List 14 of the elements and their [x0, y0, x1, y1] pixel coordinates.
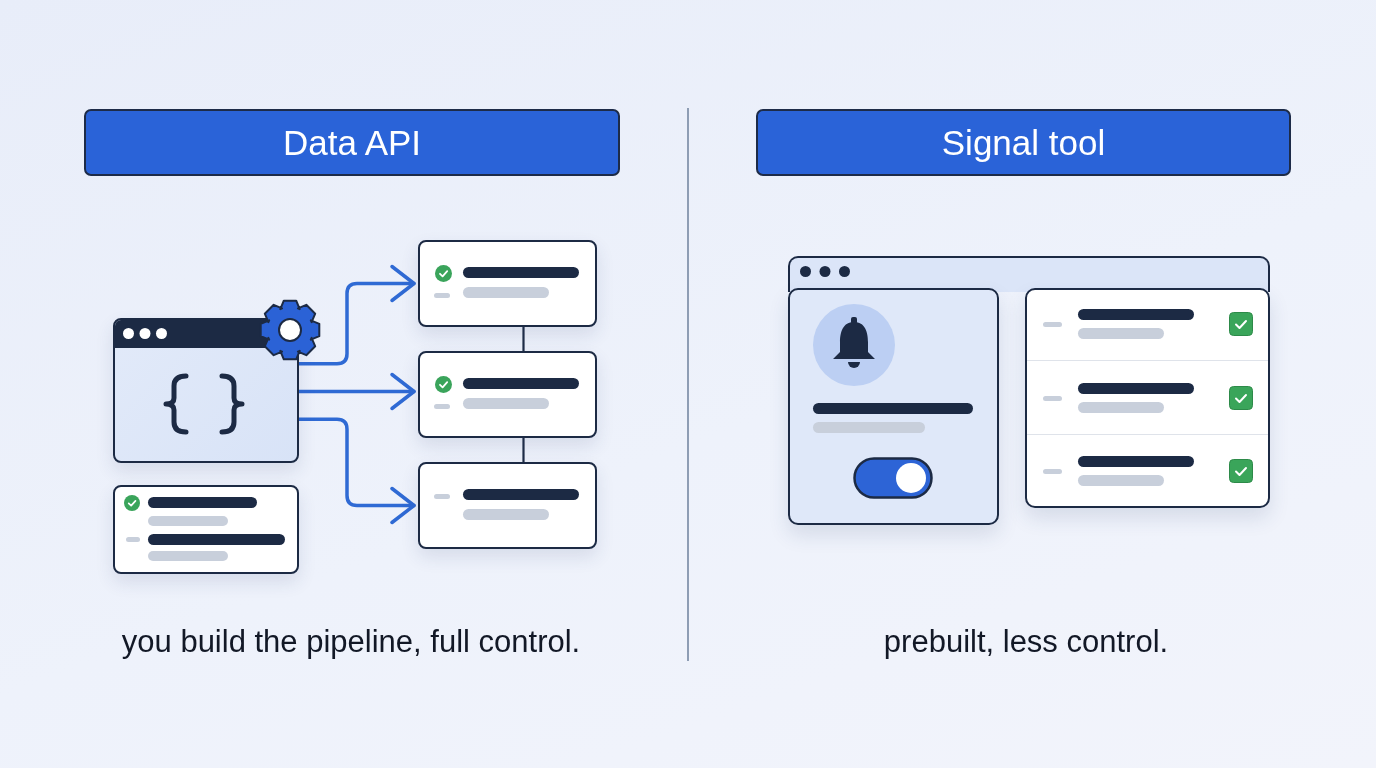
header-banner: Data API: [84, 109, 620, 176]
browser-window: [113, 318, 299, 463]
connector-line: [522, 436, 525, 464]
arrow: [297, 264, 416, 366]
list-card: [418, 351, 597, 438]
header-banner: Signal tool: [756, 109, 1291, 176]
caption-text: prebuilt, less control.: [883, 624, 1169, 660]
arrow: [297, 372, 416, 411]
connector-line: [522, 325, 525, 353]
list-card: [418, 240, 597, 327]
list-card: [418, 462, 597, 549]
list-card: [113, 485, 299, 574]
arrow: [297, 417, 416, 525]
caption-text: you build the pipeline, full control.: [121, 624, 581, 660]
